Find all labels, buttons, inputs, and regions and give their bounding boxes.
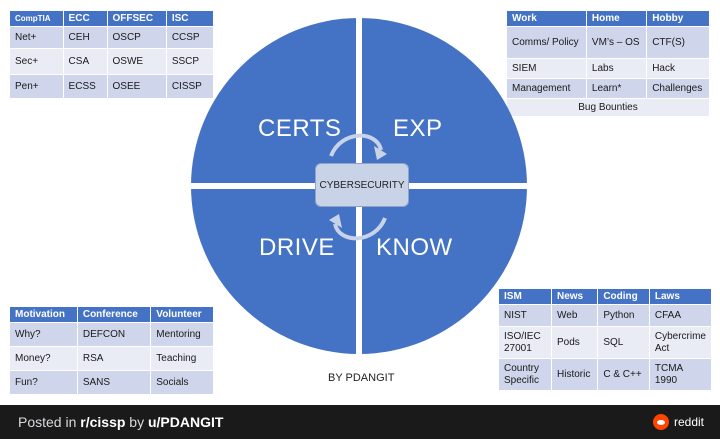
table-cell: NIST <box>498 304 552 327</box>
reddit-brand[interactable]: reddit <box>652 413 704 431</box>
table-row: NIST Web Python CFAA <box>498 304 713 327</box>
cycle-arrow-top <box>329 133 383 157</box>
table-row: Comms/ Policy VM’s – OS CTF(S) <box>506 26 710 59</box>
certs-header: ECC <box>62 10 108 27</box>
table-row: Pen+ ECSS OSEE CISSP <box>9 74 215 99</box>
table-row: ISO/IEC 27001 Pods SQL Cybercrime Act <box>498 326 713 359</box>
table-cell: Money? <box>9 346 78 371</box>
table-cell: Sec+ <box>9 48 64 75</box>
table-cell: OSWE <box>106 48 167 75</box>
table-cell: Cybercrime Act <box>648 326 713 359</box>
table-cell: Net+ <box>9 26 64 49</box>
table-cell: CSA <box>62 48 108 75</box>
know-header: News <box>550 288 599 305</box>
table-cell: ECSS <box>62 74 108 99</box>
author-byline: BY PDANGIT <box>328 372 395 384</box>
table-cell: Pen+ <box>9 74 64 99</box>
table-row: Sec+ CSA OSWE SSCP <box>9 48 215 75</box>
table-row: Country Specific Historic C & C++ TCMA 1… <box>498 358 713 391</box>
drive-header-row: Motivation Conference Volunteer <box>9 306 214 323</box>
table-cell: Fun? <box>9 370 78 395</box>
table-cell: OSEE <box>106 74 167 99</box>
drive-table: Motivation Conference Volunteer Why? DEF… <box>9 306 214 395</box>
quadrant-label-exp: EXP <box>393 115 443 142</box>
table-cell: Mentoring <box>150 322 214 347</box>
know-header: Laws <box>648 288 713 305</box>
drive-header: Conference <box>76 306 152 323</box>
table-cell: Labs <box>585 58 648 79</box>
certs-table: CompTIA ECC OFFSEC ISC Net+ CEH OSCP CCS… <box>9 10 215 99</box>
exp-table: Work Home Hobby Comms/ Policy VM’s – OS … <box>506 10 710 117</box>
quadrant-label-certs: CERTS <box>258 115 342 142</box>
table-row: Money? RSA Teaching <box>9 346 214 371</box>
table-cell: Web <box>550 304 599 327</box>
center-label: CYBERSECURITY <box>319 179 405 191</box>
arrow-head-bottom <box>329 214 342 228</box>
table-cell: SANS <box>76 370 152 395</box>
certs-header: ISC <box>165 10 215 27</box>
post-attribution: Posted in r/cissp by u/PDANGIT <box>18 414 223 430</box>
table-cell: RSA <box>76 346 152 371</box>
table-cell: Comms/ Policy <box>506 26 587 59</box>
user-link[interactable]: u/PDANGIT <box>147 414 224 430</box>
reddit-footer-bar: Posted in r/cissp by u/PDANGIT reddit <box>0 405 720 439</box>
table-cell: Country Specific <box>498 358 552 391</box>
table-cell: Historic <box>550 358 599 391</box>
exp-header: Work <box>506 10 587 27</box>
table-cell: CFAA <box>648 304 713 327</box>
drive-header: Volunteer <box>150 306 214 323</box>
bug-bounties-cell: Bug Bounties <box>506 98 710 117</box>
table-cell: SQL <box>597 326 650 359</box>
table-row: SIEM Labs Hack <box>506 58 710 79</box>
table-cell: Socials <box>150 370 214 395</box>
table-cell: Challenges <box>646 78 710 99</box>
infographic-slide: CompTIA ECC OFFSEC ISC Net+ CEH OSCP CCS… <box>0 0 720 405</box>
table-cell: CISSP <box>165 74 215 99</box>
know-header: ISM <box>498 288 552 305</box>
know-header-row: ISM News Coding Laws <box>498 288 713 305</box>
exp-header: Hobby <box>646 10 710 27</box>
table-cell: SIEM <box>506 58 587 79</box>
table-cell: Pods <box>550 326 599 359</box>
by-text: by <box>125 414 148 430</box>
subreddit-link[interactable]: r/cissp <box>80 414 126 430</box>
table-cell: CCSP <box>165 26 215 49</box>
certs-header-row: CompTIA ECC OFFSEC ISC <box>9 10 215 27</box>
cycle-arrow-bottom <box>333 217 387 241</box>
table-cell: Hack <box>646 58 710 79</box>
table-row: Fun? SANS Socials <box>9 370 214 395</box>
table-cell: CTF(S) <box>646 26 710 59</box>
table-row: Bug Bounties <box>506 98 710 117</box>
table-cell: Management <box>506 78 587 99</box>
exp-header: Home <box>585 10 648 27</box>
table-row: Why? DEFCON Mentoring <box>9 322 214 347</box>
table-cell: Learn* <box>585 78 648 99</box>
table-cell: ISO/IEC 27001 <box>498 326 552 359</box>
table-cell: TCMA 1990 <box>648 358 713 391</box>
exp-header-row: Work Home Hobby <box>506 10 710 27</box>
reddit-logo-icon <box>652 414 669 430</box>
table-cell: Teaching <box>150 346 214 371</box>
know-table: ISM News Coding Laws NIST Web Python CFA… <box>498 288 713 391</box>
certs-header: OFFSEC <box>106 10 167 27</box>
quadrant-label-drive: DRIVE <box>259 234 335 261</box>
table-cell: Python <box>597 304 650 327</box>
table-cell: C & C++ <box>597 358 650 391</box>
arrow-head-top <box>374 146 387 160</box>
posted-in-text: Posted in <box>18 414 81 430</box>
table-row: Net+ CEH OSCP CCSP <box>9 26 215 49</box>
quadrant-label-know: KNOW <box>376 234 453 261</box>
certs-header: CompTIA <box>9 10 64 27</box>
table-cell: CEH <box>62 26 108 49</box>
cybersecurity-box: CYBERSECURITY <box>315 163 409 207</box>
table-cell: DEFCON <box>76 322 152 347</box>
table-cell: OSCP <box>106 26 167 49</box>
table-row: Management Learn* Challenges <box>506 78 710 99</box>
drive-header: Motivation <box>9 306 78 323</box>
reddit-wordmark: reddit <box>673 415 704 429</box>
table-cell: VM’s – OS <box>585 26 648 59</box>
table-cell: Why? <box>9 322 78 347</box>
know-header: Coding <box>597 288 650 305</box>
